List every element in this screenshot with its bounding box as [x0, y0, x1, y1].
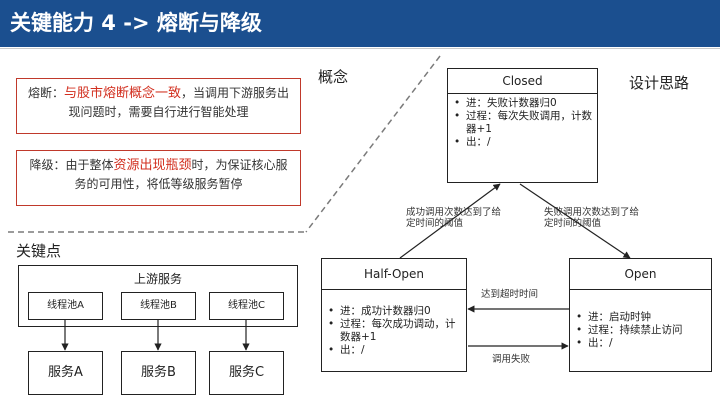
header-underline: [0, 44, 720, 47]
state-open-item-in: 进：启动时钟: [576, 311, 707, 324]
transition-open-to-half-label: 达到超时时间: [481, 289, 539, 300]
state-half-open-item-in: 进：成功计数器归0: [328, 305, 462, 318]
transition-half-to-open-label: 调用失败: [492, 354, 531, 365]
header-bar: 关键能力 4 -> 熔断与降级: [0, 0, 720, 44]
state-closed-item-out: 出：/: [454, 136, 593, 149]
service-b: 服务B: [121, 351, 196, 395]
thread-pool-a: 线程池A: [28, 292, 103, 320]
thread-pool-b: 线程池B: [121, 292, 196, 320]
fuse-highlight: 与股市熔断概念一致: [63, 86, 181, 101]
state-closed: Closed 进：失败计数器归0 过程：每次失败调用，计数器+1 出：/: [447, 68, 598, 183]
transition-closed-to-open-label: 失败调用次数达到了给定时间的阈值: [544, 207, 640, 229]
state-closed-title: Closed: [448, 69, 597, 94]
fuse-concept-box: 熔断：与股市熔断概念一致，当调用下游服务出现问题时，需要自行进行智能处理: [16, 78, 301, 134]
fuse-rest: ，当调用下游服务出现问题时，需要自行进行智能处理: [68, 86, 290, 119]
degrade-rest: 时，为保证核心服务的可用性，将低等级服务暂停: [74, 158, 288, 191]
state-open-item-process: 过程：持续禁止访问: [576, 324, 707, 337]
state-half-open: Half-Open 进：成功计数器归0 过程：每次成功调动，计数器+1 出：/: [321, 258, 467, 372]
upstream-service-title: 上游服务: [133, 272, 182, 286]
keypoint-label: 关键点: [16, 242, 62, 260]
concept-label: 概念: [318, 68, 349, 86]
degrade-prefix: 降级：由于整体: [29, 158, 114, 172]
thread-pool-c: 线程池C: [209, 292, 284, 320]
state-open-title: Open: [570, 259, 711, 290]
state-open: Open 进：启动时钟 过程：持续禁止访问 出：/: [569, 258, 712, 372]
header-underline-thin: [0, 48, 720, 49]
state-open-item-out: 出：/: [576, 337, 707, 350]
design-label: 设计思路: [629, 74, 690, 92]
state-half-open-item-out: 出：/: [328, 344, 462, 357]
service-a: 服务A: [28, 351, 103, 395]
state-closed-item-process: 过程：每次失败调用，计数器+1: [454, 110, 593, 136]
degrade-highlight: 资源出现瓶颈: [113, 158, 192, 173]
fuse-prefix: 熔断：: [27, 86, 64, 100]
service-c: 服务C: [209, 351, 284, 395]
state-half-open-title: Half-Open: [322, 259, 466, 290]
page-title: 关键能力 4 -> 熔断与降级: [10, 11, 262, 35]
state-closed-item-in: 进：失败计数器归0: [454, 97, 593, 110]
transition-half-to-closed-label: 成功调用次数达到了给定时间的阈值: [406, 207, 502, 229]
state-half-open-item-process: 过程：每次成功调动，计数器+1: [328, 318, 462, 344]
degrade-concept-box: 降级：由于整体资源出现瓶颈时，为保证核心服务的可用性，将低等级服务暂停: [16, 150, 301, 206]
